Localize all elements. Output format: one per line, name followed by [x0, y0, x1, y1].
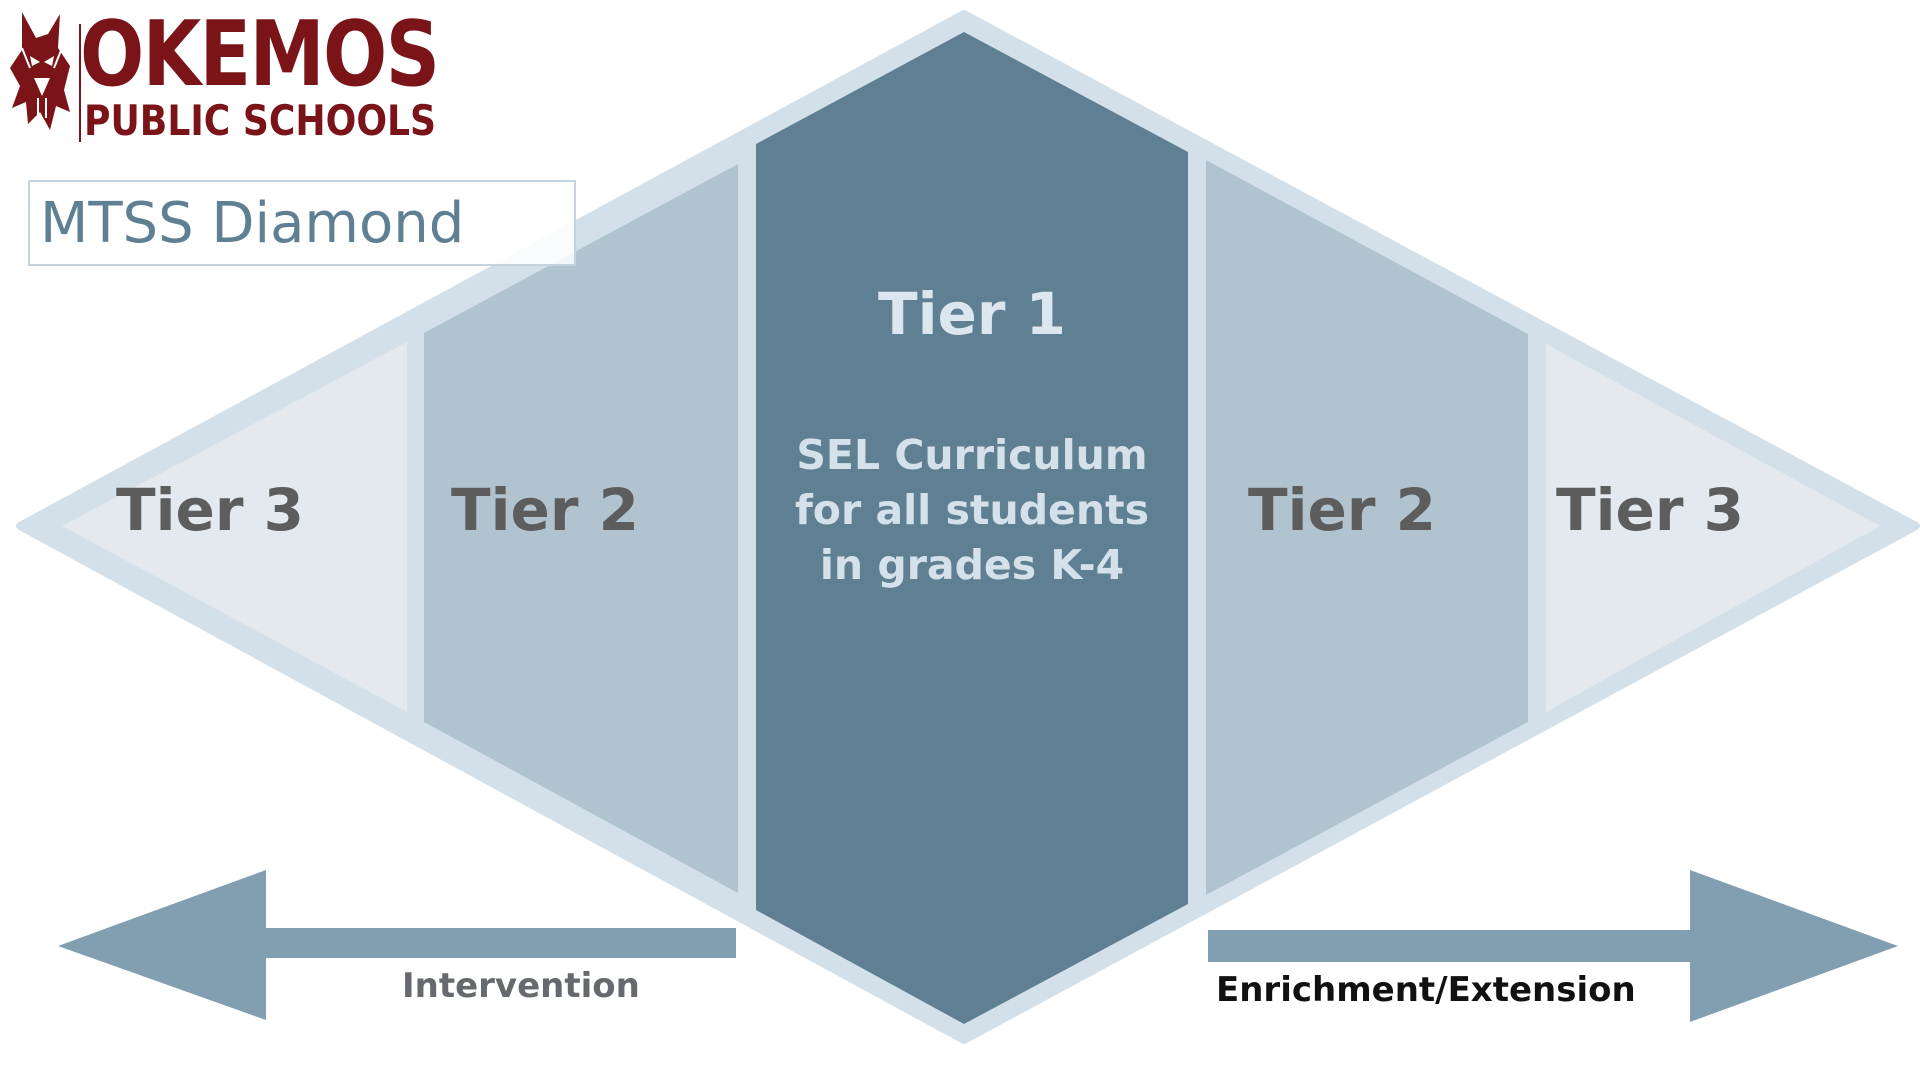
tier2-left-label: Tier 2: [451, 476, 639, 544]
logo-divider: [79, 24, 81, 142]
enrichment-arrow: [1208, 870, 1898, 1022]
tier1-label: Tier 1: [878, 280, 1066, 348]
intervention-arrow: [58, 870, 736, 1020]
logo-okemos-text: OKEMOS: [80, 2, 440, 107]
title-box: MTSS Diamond: [28, 180, 576, 266]
wolf-mascot-icon: [10, 12, 70, 130]
school-logo: OKEMOS PUBLIC SCHOOLS: [8, 6, 440, 146]
tier3-right-label: Tier 3: [1556, 476, 1744, 544]
tier3-right-segment: [1546, 344, 1880, 712]
tier3-left-segment: [62, 342, 407, 712]
tier1-center-segment: [756, 32, 1188, 1024]
tier2-left-segment: [424, 164, 738, 893]
page-title: MTSS Diamond: [40, 191, 465, 256]
tier3-left-label: Tier 3: [116, 476, 304, 544]
tier1-description: SEL Curriculum for all students in grade…: [794, 431, 1150, 589]
tier2-right-segment: [1206, 160, 1528, 895]
intervention-label: Intervention: [402, 966, 640, 1006]
logo-public-schools-text: PUBLIC SCHOOLS: [84, 96, 437, 145]
enrichment-label: Enrichment/Extension: [1216, 970, 1636, 1010]
tier2-right-label: Tier 2: [1248, 476, 1436, 544]
